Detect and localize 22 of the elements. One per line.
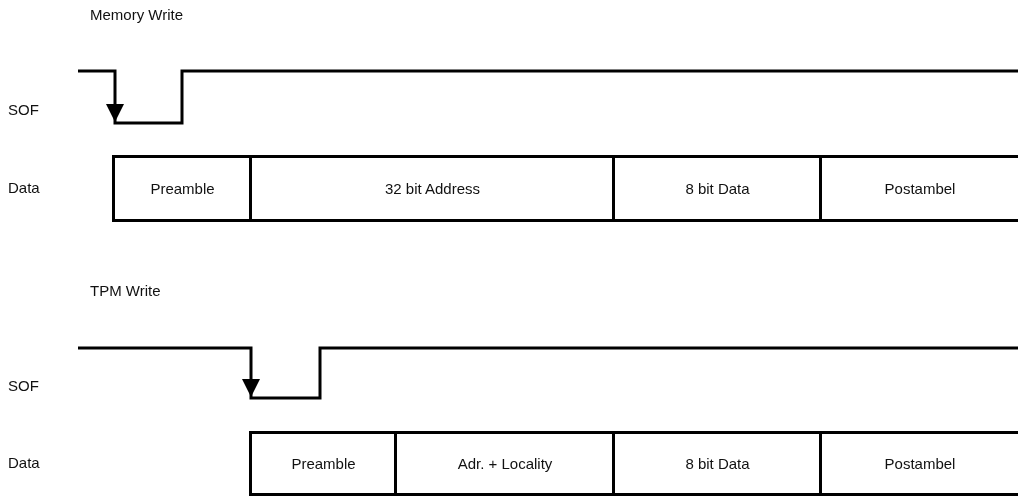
- timing-title: Memory Write: [90, 6, 184, 23]
- field-label: Preamble: [150, 180, 215, 197]
- signal-name: SOF: [8, 377, 39, 394]
- field-label: 8 bit Data: [685, 455, 750, 472]
- field-label: Adr. + Locality: [457, 455, 553, 472]
- data-field-box: [612, 431, 820, 496]
- signal-name: Data: [8, 179, 40, 196]
- data-field-box: [819, 431, 1018, 496]
- field-label: 32 bit Address: [384, 180, 481, 197]
- data-field-box: [819, 155, 1018, 222]
- signal-name: SOF: [8, 101, 39, 118]
- field-label: 8 bit Data: [685, 180, 750, 197]
- timing-title: TPM Write: [90, 282, 161, 299]
- field-label: Preamble: [291, 455, 356, 472]
- data-field-box: [249, 431, 395, 496]
- field-label: Postambel: [884, 455, 956, 472]
- field-label: Postambel: [884, 180, 956, 197]
- data-field-box: [249, 155, 613, 222]
- data-field-box: [112, 155, 250, 222]
- signal-name: Data: [8, 454, 40, 471]
- data-field-box: [612, 155, 820, 222]
- data-field-box: [394, 431, 613, 496]
